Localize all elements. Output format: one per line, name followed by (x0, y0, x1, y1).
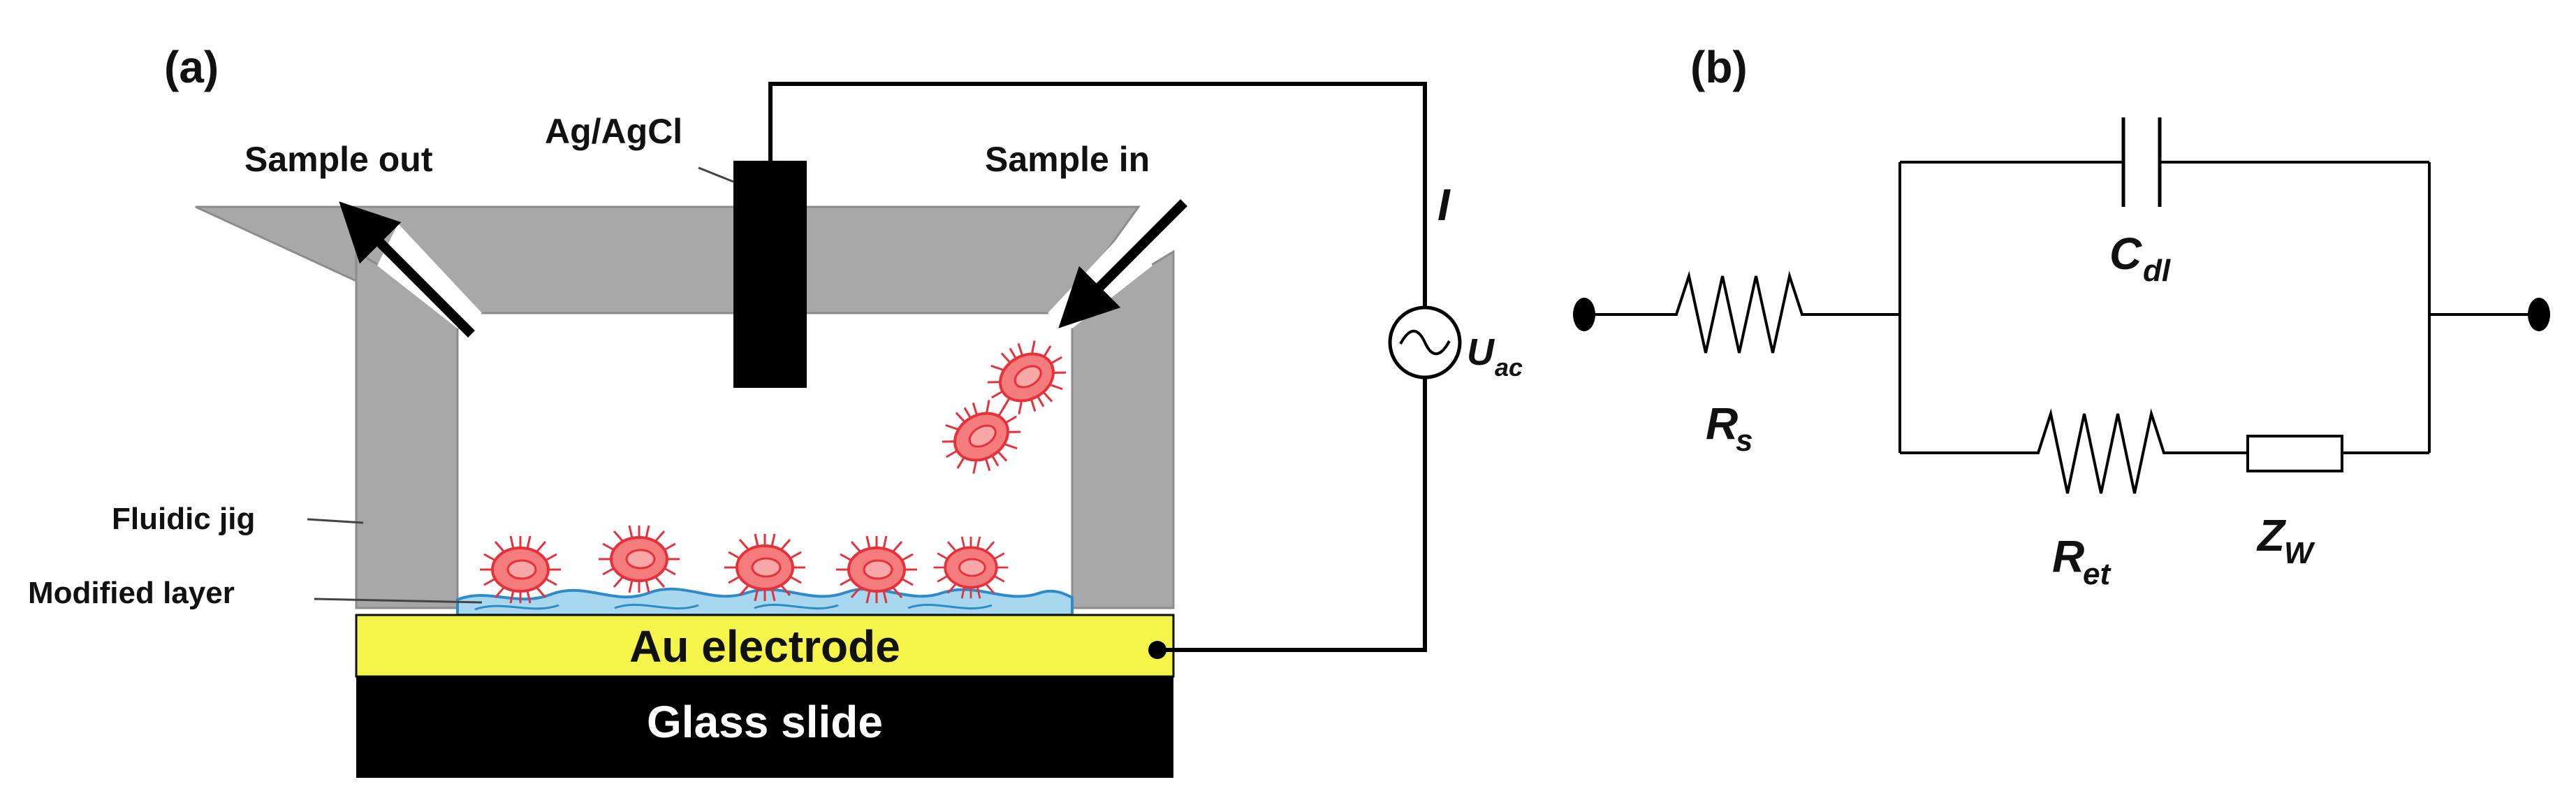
reference-electrode-label: Ag/AgCl (545, 112, 682, 151)
electrode-contact (1148, 641, 1166, 659)
glass-slide (356, 676, 1173, 778)
au-electrode (355, 614, 1175, 678)
modified-layer (456, 587, 1074, 616)
jig-top-plate (195, 205, 1141, 314)
ret-subscript: et (2083, 557, 2112, 591)
ret-symbol: R (2052, 531, 2084, 581)
fluidic-jig-leader (307, 518, 364, 524)
zw-subscript: W (2284, 536, 2315, 570)
sample-out-label: Sample out (244, 140, 433, 179)
modified-layer-label: Modified layer (28, 576, 235, 610)
cell (932, 535, 1010, 600)
circuit-wire-top (768, 82, 1427, 307)
cell (597, 524, 681, 594)
reference-electrode (733, 161, 807, 388)
circuit-wire-bottom (1159, 377, 1427, 652)
voltage-subscript: ac (1495, 353, 1523, 382)
equivalent-circuit (1584, 117, 2539, 494)
rs-symbol: R (1706, 398, 1738, 449)
rs-resistor (1584, 270, 1900, 354)
zw-symbol: Z (2256, 510, 2287, 560)
sample-in-arrow (1058, 199, 1187, 328)
cell (723, 533, 807, 602)
glass-slide-label: Glass slide (647, 697, 883, 747)
panel-b-tag: (b) (1690, 42, 1748, 92)
fluidic-jig-label: Fluidic jig (112, 502, 255, 536)
au-electrode-label: Au electrode (629, 621, 900, 672)
panel-a-tag: (a) (164, 42, 219, 92)
zw-element (2246, 435, 2343, 472)
cell (973, 326, 1081, 428)
sample-out-arrow (339, 201, 475, 338)
reference-electrode-leader (698, 166, 734, 183)
ac-source-sine-icon (1399, 329, 1451, 356)
cdl-symbol: C (2109, 229, 2142, 279)
sample-in-label: Sample in (985, 140, 1150, 179)
rs-subscript: s (1736, 424, 1752, 458)
outlet-channel (377, 224, 482, 328)
cell (478, 535, 562, 605)
voltage-symbol: U (1467, 331, 1495, 373)
cell (928, 386, 1035, 488)
ret-resistor (1900, 408, 2248, 494)
current-symbol: I (1437, 180, 1451, 230)
cdl-subscript: dl (2143, 254, 2171, 288)
modified-layer-texture (474, 603, 993, 611)
modified-layer-leader (314, 598, 483, 604)
